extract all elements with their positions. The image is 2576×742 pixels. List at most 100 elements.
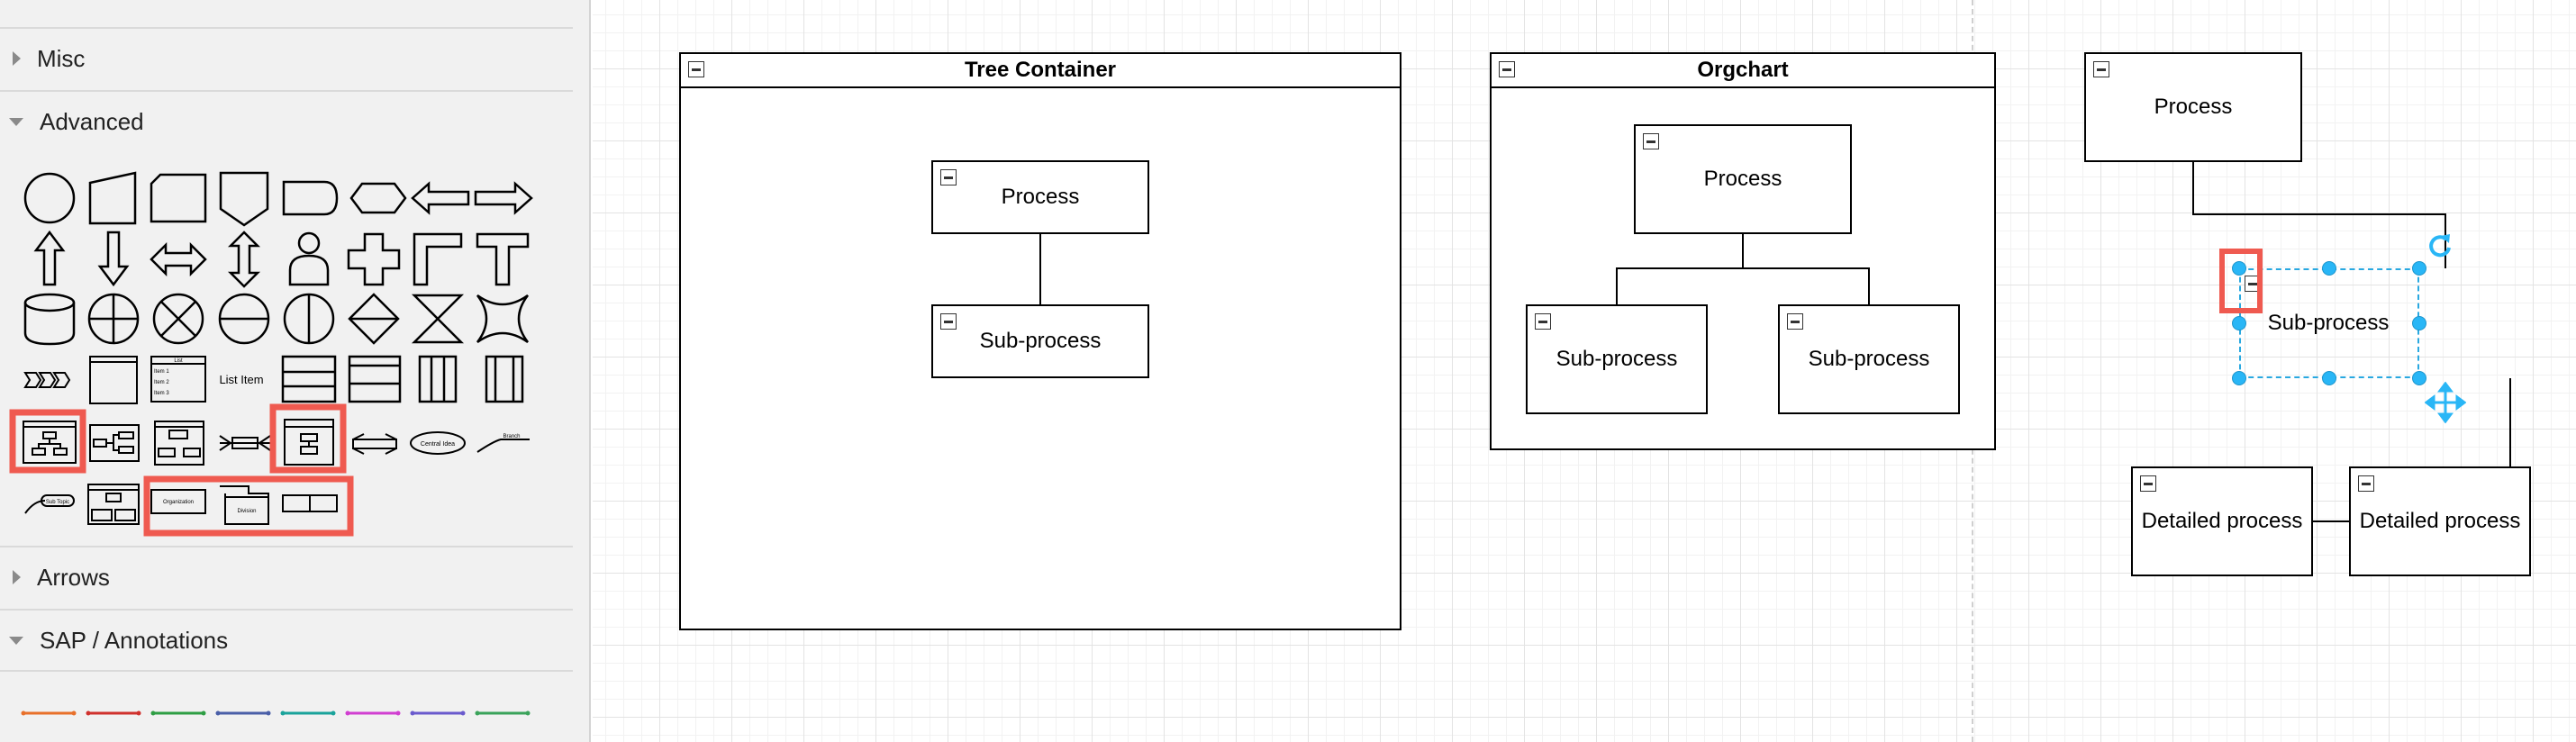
tree-subprocess-node[interactable]: Sub-process bbox=[2237, 268, 2419, 378]
diagram-canvas[interactable]: Tree Container Process Sub-process Orgch… bbox=[593, 0, 2576, 742]
sap-annotation-line-shape[interactable] bbox=[215, 710, 271, 716]
resize-handle-ne[interactable] bbox=[2412, 261, 2426, 276]
connector-edge[interactable] bbox=[1868, 267, 1870, 304]
tree-process-node[interactable]: Process bbox=[2084, 52, 2302, 162]
sort-shape[interactable] bbox=[348, 293, 400, 345]
central-idea-shape[interactable]: Central Idea bbox=[410, 431, 466, 455]
resize-handle-n[interactable] bbox=[2322, 261, 2336, 276]
section-arrows[interactable]: Arrows bbox=[0, 546, 573, 607]
resize-handle-e[interactable] bbox=[2412, 316, 2426, 330]
table-3col-shape[interactable] bbox=[418, 355, 458, 403]
manual-input-shape[interactable] bbox=[88, 171, 137, 225]
tree-container-shape[interactable] bbox=[23, 421, 77, 464]
collapse-icon[interactable] bbox=[1499, 61, 1515, 77]
sap-annotation-line-shape[interactable] bbox=[410, 710, 466, 716]
section-misc[interactable]: Misc bbox=[0, 27, 573, 88]
offpage-connector-shape[interactable] bbox=[219, 171, 269, 227]
vertical-line-ellipse-shape[interactable] bbox=[283, 293, 335, 345]
list-item-shape[interactable]: List Item bbox=[219, 373, 263, 386]
up-arrow-shape[interactable] bbox=[33, 230, 66, 286]
switch-shape[interactable] bbox=[476, 294, 529, 344]
collapse-icon[interactable] bbox=[940, 313, 957, 330]
step-shape[interactable] bbox=[23, 372, 71, 388]
double-tree-shape[interactable] bbox=[219, 435, 271, 451]
collapse-icon[interactable] bbox=[1643, 133, 1659, 149]
rotate-icon[interactable] bbox=[2425, 231, 2455, 261]
collate-shape[interactable] bbox=[411, 294, 465, 344]
collapse-icon[interactable] bbox=[688, 61, 704, 77]
orgchart-process-node[interactable]: Process bbox=[1634, 124, 1852, 234]
cross-shape[interactable] bbox=[347, 232, 401, 286]
connector-edge[interactable] bbox=[2444, 213, 2446, 268]
orgchart-subprocess-left-node[interactable]: Sub-process bbox=[1526, 304, 1708, 414]
section-advanced-label: Advanced bbox=[40, 107, 144, 135]
card-shape[interactable] bbox=[150, 173, 207, 223]
collapse-icon[interactable] bbox=[940, 169, 957, 186]
sub-topic-shape[interactable]: Sub Topic bbox=[24, 494, 75, 514]
connector-edge[interactable] bbox=[1616, 267, 1618, 304]
sap-annotation-line-shape[interactable] bbox=[150, 710, 206, 716]
right-arrow-shape[interactable] bbox=[474, 181, 533, 215]
collapse-icon[interactable] bbox=[1535, 313, 1551, 330]
tree-container-subprocess-node[interactable]: Sub-process bbox=[931, 304, 1149, 378]
table-2row-shape[interactable] bbox=[348, 355, 402, 403]
display-shape[interactable] bbox=[349, 182, 407, 214]
collapse-icon[interactable] bbox=[2140, 475, 2156, 492]
tree-detailed-process-right-node[interactable]: Detailed process bbox=[2349, 466, 2531, 576]
horizontal-pair-shape[interactable] bbox=[282, 494, 338, 512]
or-shape[interactable] bbox=[87, 293, 140, 345]
branch-shape[interactable]: Branch bbox=[476, 434, 530, 453]
collapse-icon[interactable] bbox=[1787, 313, 1803, 330]
orgchart-shape[interactable] bbox=[154, 421, 204, 466]
tree-container-process-node[interactable]: Process bbox=[931, 160, 1149, 234]
section-sap-annotations[interactable]: SAP / Annotations bbox=[0, 609, 573, 670]
connector-edge[interactable] bbox=[1039, 234, 1041, 304]
connector-edge[interactable] bbox=[2192, 213, 2446, 215]
sum-shape[interactable] bbox=[152, 293, 204, 345]
list-shape[interactable] bbox=[150, 356, 206, 403]
tree-detailed-process-left-node[interactable]: Detailed process bbox=[2131, 466, 2313, 576]
sap-annotation-line-shape[interactable] bbox=[280, 710, 336, 716]
corner-shape[interactable] bbox=[413, 232, 463, 286]
resize-handle-s[interactable] bbox=[2322, 371, 2336, 385]
container-shape[interactable] bbox=[89, 356, 138, 404]
down-arrow-shape[interactable] bbox=[97, 231, 130, 287]
resize-handle-w[interactable] bbox=[2232, 316, 2246, 330]
sap-annotation-line-shape[interactable] bbox=[475, 710, 531, 716]
resize-handle-sw[interactable] bbox=[2232, 371, 2246, 385]
advanced-shapes-palette: List Item 1 Item 2 Item 3 List Item bbox=[9, 171, 533, 537]
line-ellipse-shape[interactable] bbox=[218, 293, 270, 345]
connector-edge[interactable] bbox=[1742, 234, 1744, 268]
division-shape[interactable] bbox=[220, 485, 269, 525]
table-2col-shape[interactable] bbox=[485, 355, 524, 403]
tree-container-full-shape[interactable] bbox=[87, 484, 140, 525]
mindmap-shape[interactable] bbox=[352, 433, 397, 455]
circle-shape[interactable] bbox=[23, 172, 76, 224]
list-item1-label: Item 1 bbox=[154, 369, 169, 375]
organization-shape[interactable] bbox=[150, 489, 206, 514]
section-advanced[interactable]: Advanced bbox=[0, 90, 573, 151]
collapse-icon[interactable] bbox=[2093, 61, 2109, 77]
sap-annotation-line-shape[interactable] bbox=[345, 710, 401, 716]
connector-edge[interactable] bbox=[2509, 378, 2511, 522]
left-arrow-shape[interactable] bbox=[411, 181, 470, 215]
delay-shape[interactable] bbox=[282, 180, 339, 216]
connector-edge[interactable] bbox=[1616, 267, 1870, 269]
tee-shape[interactable] bbox=[476, 232, 530, 286]
double-horizontal-arrow-shape[interactable] bbox=[150, 241, 207, 277]
sap-annotation-line-shape[interactable] bbox=[21, 710, 77, 716]
cylinder-shape[interactable] bbox=[23, 293, 76, 346]
collapse-icon[interactable] bbox=[2358, 475, 2374, 492]
orgchart-subprocess-right-node[interactable]: Sub-process bbox=[1778, 304, 1960, 414]
actor-shape[interactable] bbox=[288, 231, 330, 286]
chevron-down-icon bbox=[9, 117, 23, 126]
double-vertical-arrow-shape[interactable] bbox=[227, 231, 261, 288]
resize-handle-se[interactable] bbox=[2412, 371, 2426, 385]
table-3row-shape[interactable] bbox=[281, 355, 337, 403]
move-icon[interactable] bbox=[2425, 382, 2466, 423]
tree-container-single-shape[interactable] bbox=[284, 419, 334, 466]
resize-handle-nw[interactable] bbox=[2232, 261, 2246, 276]
horizontal-tree-shape[interactable] bbox=[89, 424, 140, 462]
connector-edge[interactable] bbox=[2192, 162, 2194, 214]
sap-annotation-line-shape[interactable] bbox=[86, 710, 141, 716]
